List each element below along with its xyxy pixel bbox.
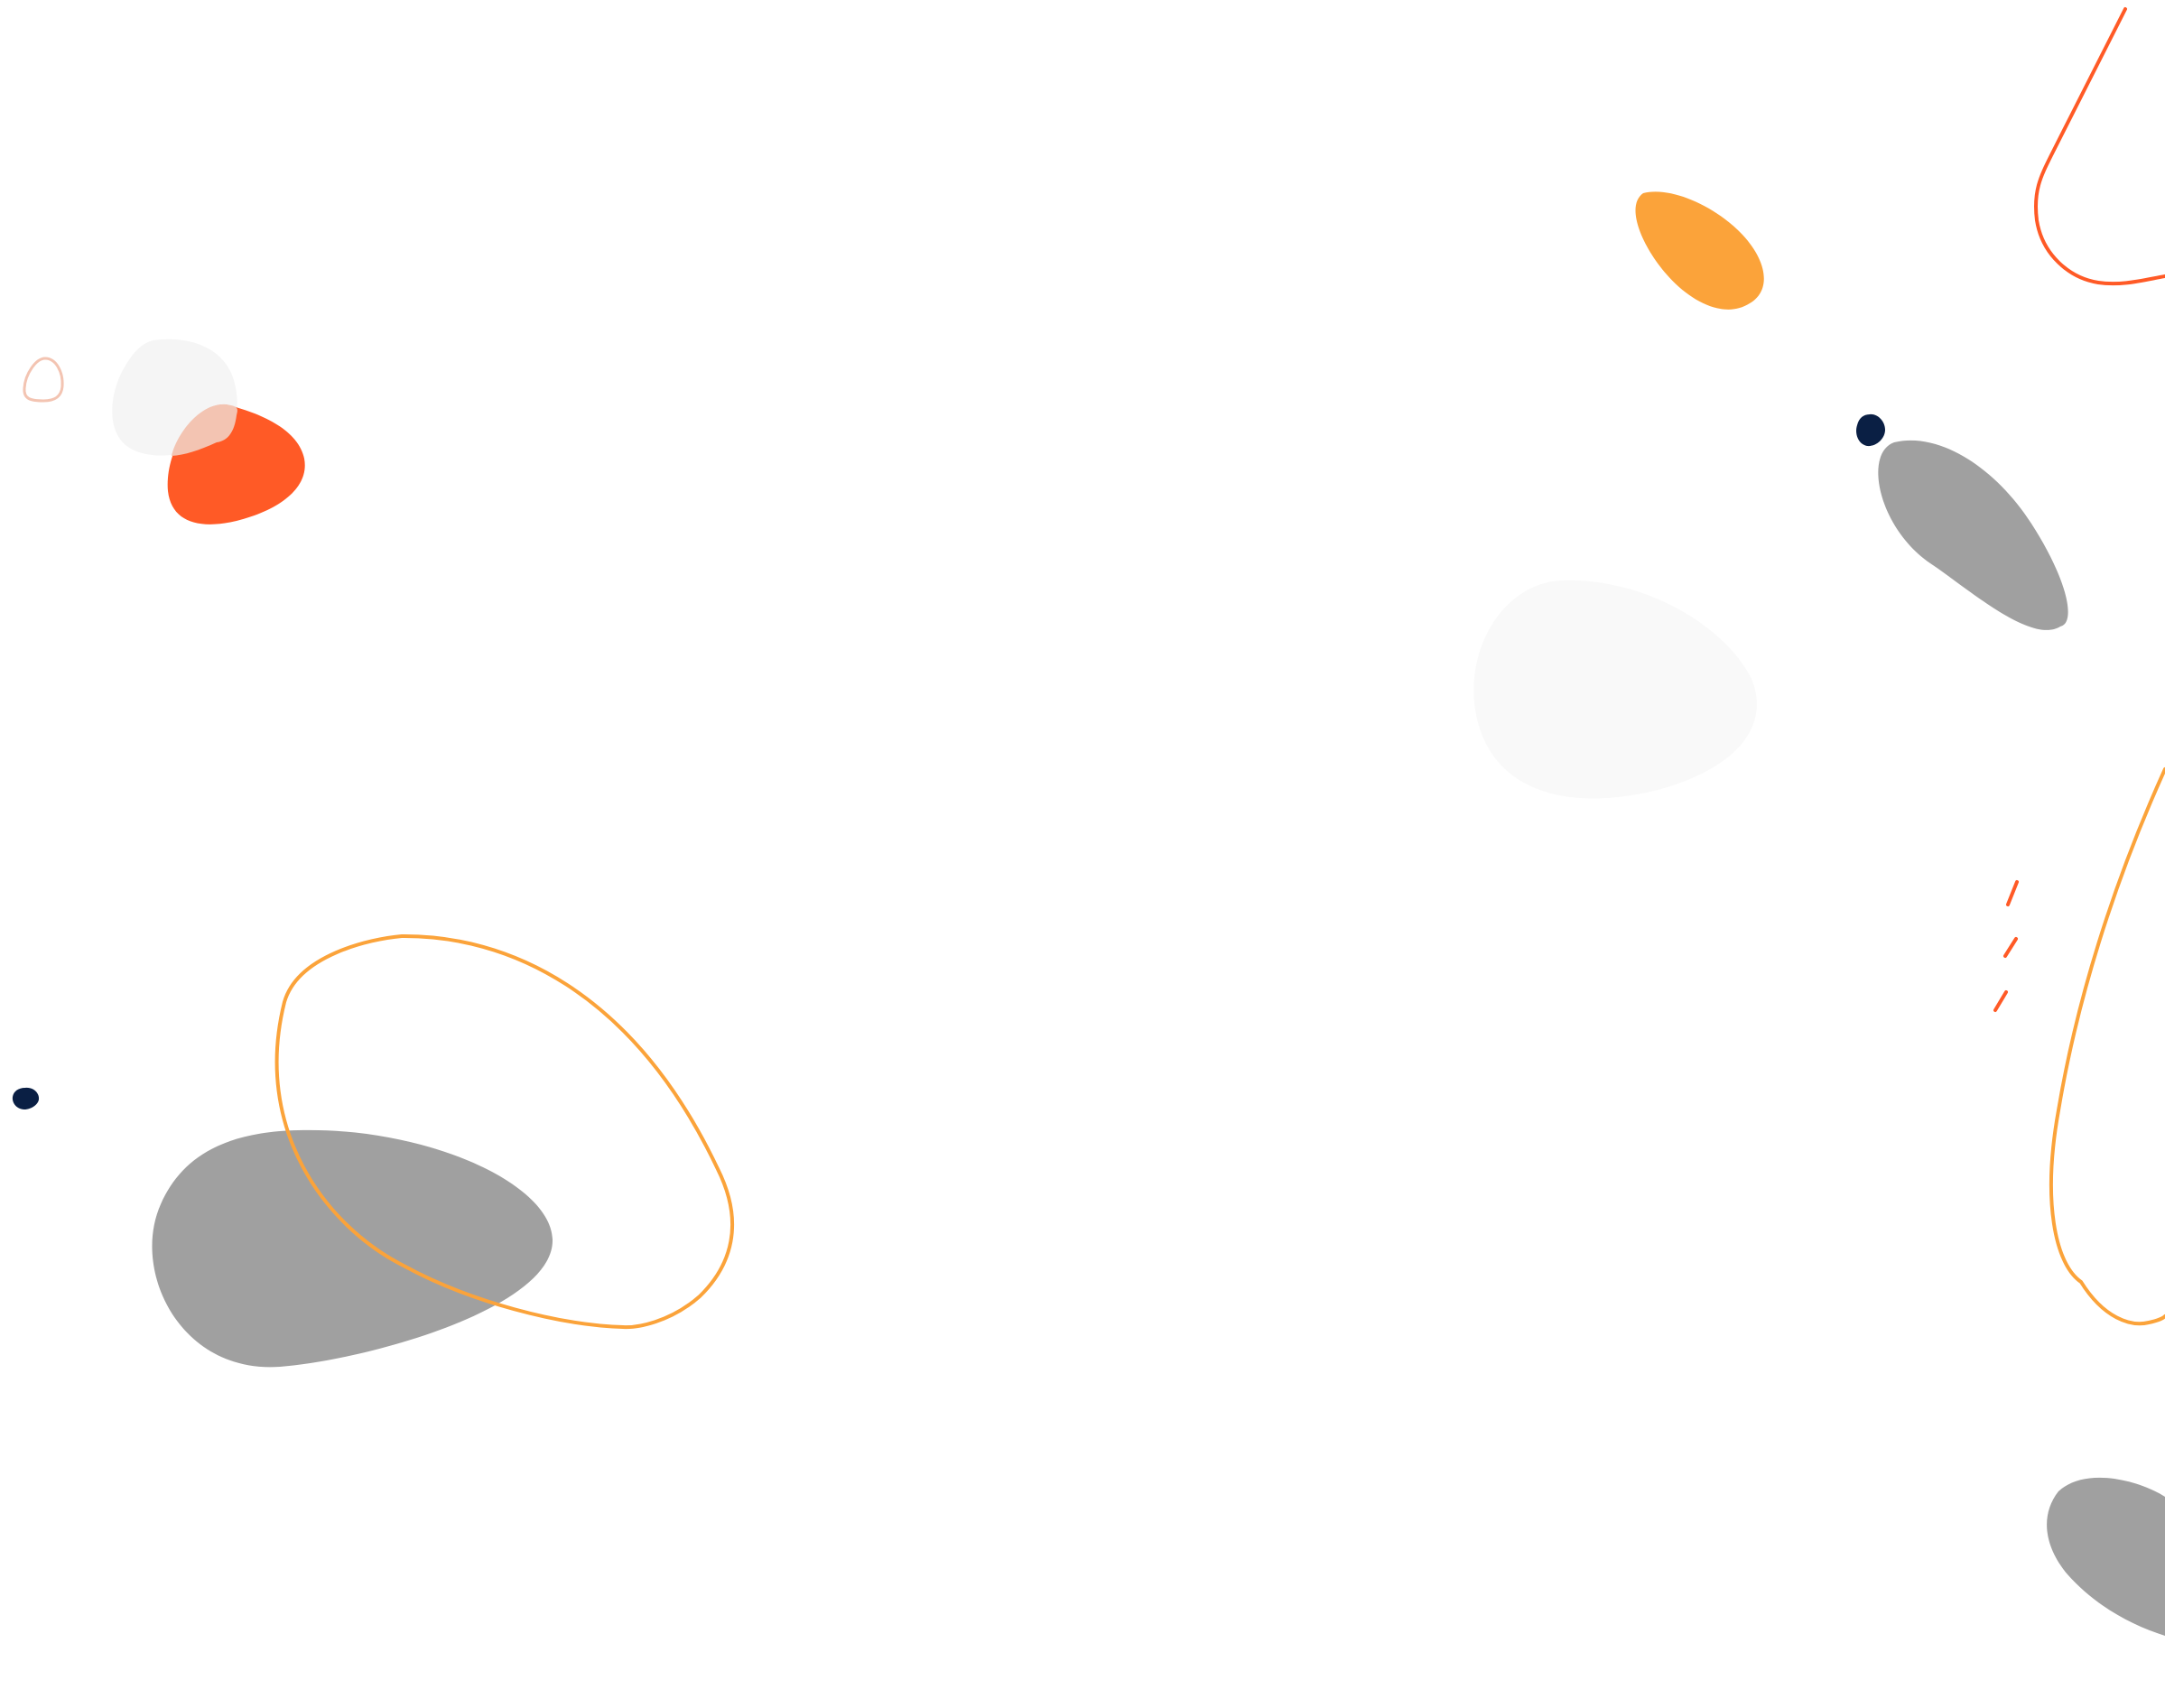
amber-outline-loop-bottom-left bbox=[274, 933, 735, 1330]
dash-mark-2 bbox=[2003, 937, 2018, 958]
orange-red-outline-curve-top-right bbox=[2034, 7, 2165, 286]
navy-dot-right bbox=[1856, 413, 1885, 447]
dash-mark-1 bbox=[2006, 880, 2019, 906]
amber-blob-top-right bbox=[1635, 191, 1764, 310]
peach-outline-loop-top-left bbox=[23, 357, 64, 403]
peach-overlap-blob-top-left bbox=[172, 404, 237, 456]
very-light-gray-blob-center-right bbox=[1473, 580, 1757, 799]
amber-outline-curve-right bbox=[2049, 767, 2165, 1326]
orange-red-dash-marks bbox=[1993, 880, 2019, 1012]
gray-blob-bottom-left bbox=[152, 1129, 553, 1368]
gray-blob-right bbox=[1878, 440, 2068, 630]
dash-mark-3 bbox=[1993, 990, 2008, 1012]
gray-blob-bottom-right bbox=[2047, 1477, 2165, 1636]
navy-dot-left bbox=[12, 1087, 40, 1109]
